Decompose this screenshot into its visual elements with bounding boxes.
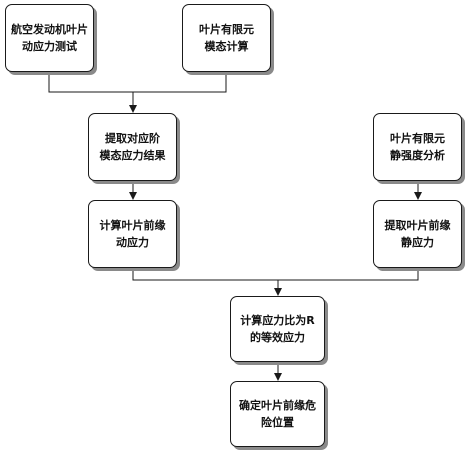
node-label: 计算叶片前缘 动应力 xyxy=(99,219,166,249)
node-label: 确定叶片前缘危 险位置 xyxy=(239,399,316,429)
node-extract-leading-edge-static-stress: 提取叶片前缘 静应力 xyxy=(373,200,462,268)
node-blade-fe-modal-calculation: 叶片有限元 模态计算 xyxy=(182,4,271,72)
node-blade-dynamic-stress-test: 航空发动机叶片 动应力测试 xyxy=(5,4,94,72)
node-compute-equivalent-stress: 计算应力比为R 的等效应力 xyxy=(230,296,325,362)
connector-test-and-modal-to-extract xyxy=(48,72,227,112)
node-label: 叶片有限元 模态计算 xyxy=(199,23,254,53)
node-determine-danger-location: 确定叶片前缘危 险位置 xyxy=(230,381,325,447)
node-compute-leading-edge-dynamic-stress: 计算叶片前缘 动应力 xyxy=(88,200,177,268)
node-label: 计算应力比为R 的等效应力 xyxy=(240,314,315,344)
node-label: 提取对应阶 模态应力结果 xyxy=(99,132,166,162)
node-extract-modal-stress: 提取对应阶 模态应力结果 xyxy=(88,113,177,181)
node-blade-fe-static-analysis: 叶片有限元 静强度分析 xyxy=(373,113,462,181)
node-label: 航空发动机叶片 动应力测试 xyxy=(11,23,88,53)
node-label: 叶片有限元 静强度分析 xyxy=(390,132,445,162)
connector-dynamic-and-static-to-equivalent xyxy=(132,268,419,295)
node-label: 提取叶片前缘 静应力 xyxy=(384,219,451,249)
